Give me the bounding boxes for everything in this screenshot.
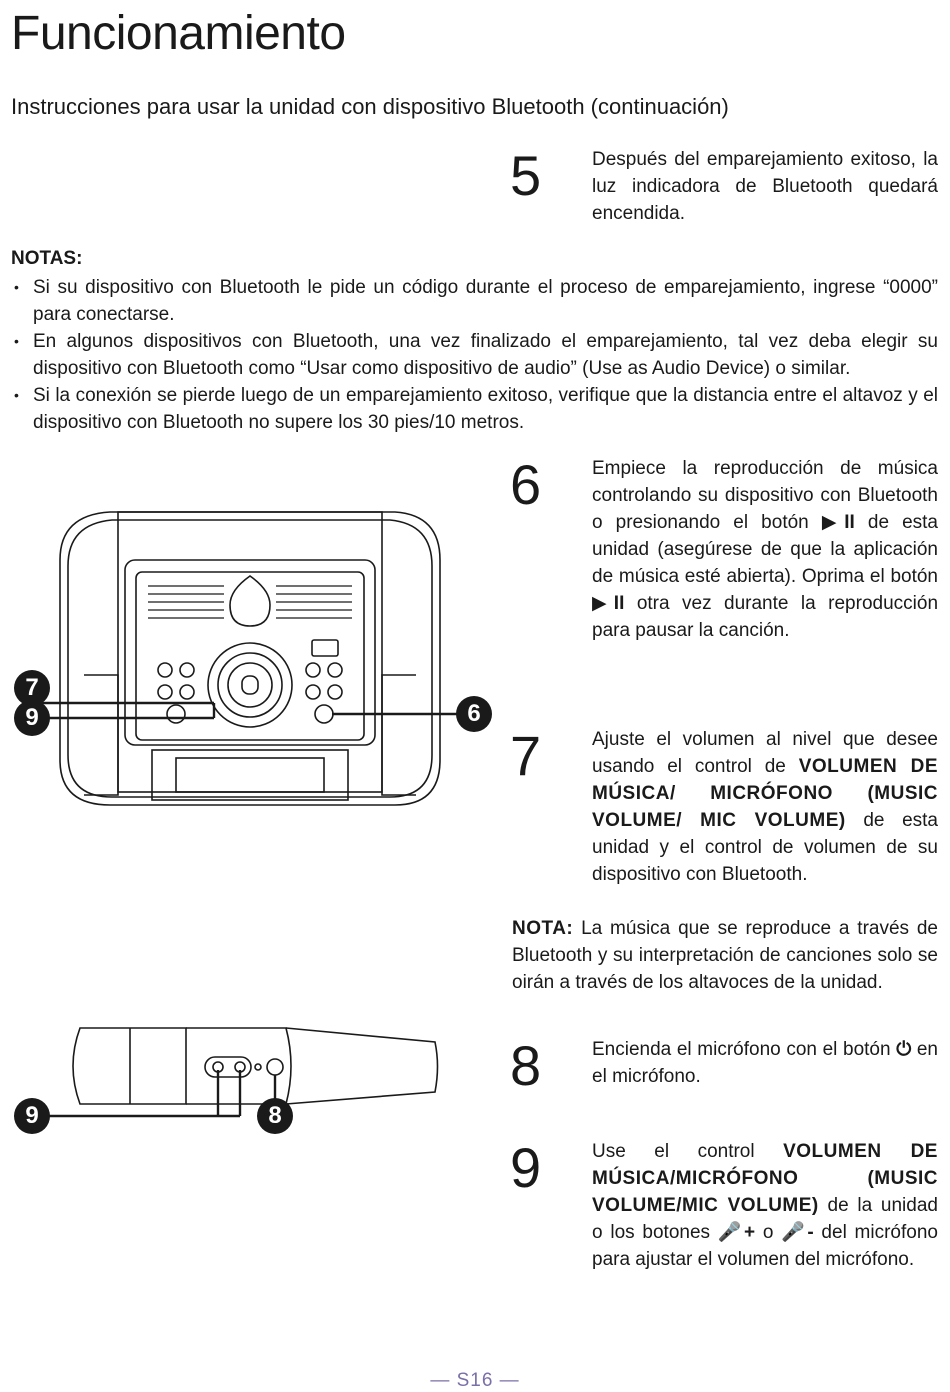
step-8-text: Encienda el micrófono con el botón ⏻ en … bbox=[592, 1036, 938, 1090]
step-9-part: del micrófono para ajustar el volumen de… bbox=[592, 1222, 938, 1270]
note-item: Si la conexión se pierde luego de un emp… bbox=[11, 382, 938, 436]
step-6-text: Empiece la reproducción de música contro… bbox=[592, 455, 938, 644]
step-8-number: 8 bbox=[510, 1034, 542, 1097]
microphone-illustration bbox=[48, 1027, 439, 1118]
step-8-part: Encienda el micrófono con el botón bbox=[592, 1039, 897, 1060]
callout-9: 9 bbox=[14, 1098, 50, 1134]
mic-plus-icon: 🎤+ bbox=[717, 1222, 756, 1243]
play-pause-icon: ▶II bbox=[592, 593, 625, 614]
callout-6: 6 bbox=[456, 696, 492, 732]
step-9-part: de la unidad o los botones bbox=[592, 1195, 938, 1243]
note-item: Si su dispositivo con Bluetooth le pide … bbox=[11, 274, 938, 328]
step-8-part: en el micrófono. bbox=[592, 1039, 938, 1087]
callout-9: 9 bbox=[14, 700, 50, 736]
notes-list: Si su dispositivo con Bluetooth le pide … bbox=[11, 274, 938, 436]
step-9-text: Use el control VOLUMEN DE MÚSICA/MICRÓFO… bbox=[592, 1138, 938, 1273]
mic-minus-icon: 🎤- bbox=[781, 1222, 814, 1243]
note-label: NOTA: bbox=[512, 918, 574, 939]
step-9-part: o bbox=[755, 1222, 782, 1243]
step-5-number: 5 bbox=[510, 144, 542, 207]
play-pause-icon: ▶II bbox=[821, 512, 855, 533]
step-9-number: 9 bbox=[510, 1136, 542, 1199]
step-6-part: otra vez durante la reproducción para pa… bbox=[592, 593, 939, 641]
step-9-part: Use el control bbox=[592, 1141, 784, 1162]
note-text: La música que se reproduce a través de B… bbox=[512, 918, 938, 993]
step-5-text: Después del emparejamiento exitoso, la l… bbox=[592, 149, 938, 224]
note-item: En algunos dispositivos con Bluetooth, u… bbox=[11, 328, 938, 382]
notes-heading: NOTAS: bbox=[11, 248, 83, 269]
step-7-part: Ajuste el volumen al nivel que desee usa… bbox=[592, 729, 938, 777]
step-6-part: Empiece la reproducción de música contro… bbox=[592, 458, 938, 533]
step-7-number: 7 bbox=[510, 724, 542, 787]
callout-8: 8 bbox=[257, 1098, 293, 1134]
step-7-part: de esta unidad y el control de volumen d… bbox=[592, 810, 938, 885]
speaker-illustration bbox=[32, 511, 474, 806]
step-6-part: de esta unidad (asegúrese de que la apli… bbox=[592, 512, 939, 587]
step-6-number: 6 bbox=[510, 453, 542, 516]
page-title: Funcionamiento bbox=[11, 7, 346, 60]
step-7-text: Ajuste el volumen al nivel que desee usa… bbox=[592, 726, 938, 888]
volume-control-label: VOLUMEN DE MÚSICA/ MICRÓFONO (MUSIC VOLU… bbox=[592, 756, 938, 831]
page-subtitle: Instrucciones para usar la unidad con di… bbox=[11, 94, 729, 119]
power-icon: ⏻ bbox=[896, 1039, 912, 1060]
page-number: — S16 — bbox=[430, 1370, 520, 1391]
volume-control-label: VOLUMEN DE MÚSICA/MICRÓFONO (MUSIC VOLUM… bbox=[592, 1141, 938, 1216]
step-7-note: NOTA: La música que se reproduce a travé… bbox=[512, 915, 938, 996]
